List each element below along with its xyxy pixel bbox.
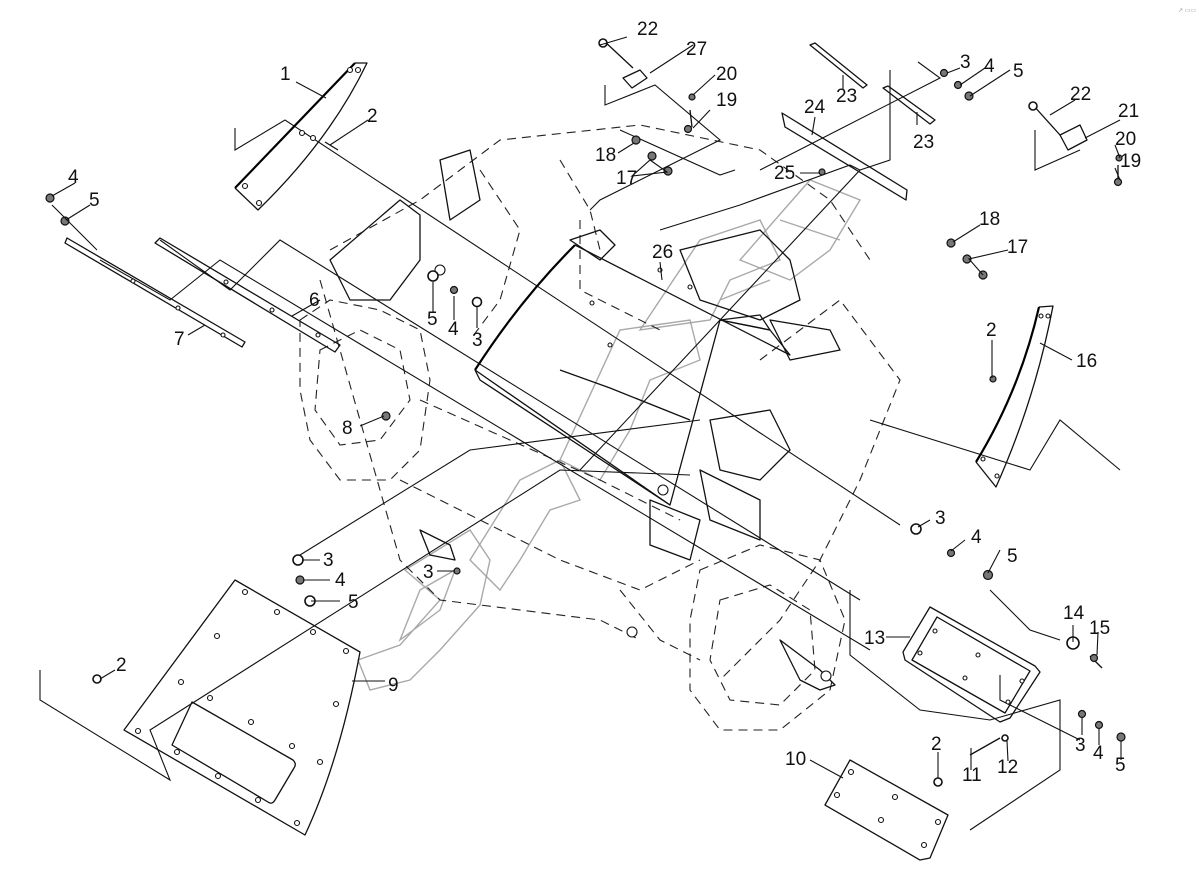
callout-5: 5	[1013, 61, 1024, 82]
callout-1: 1	[280, 64, 291, 85]
callout-leaders	[51, 36, 1122, 779]
callout-13: 13	[864, 628, 885, 649]
callout-21: 21	[1118, 101, 1139, 122]
corner-mark: ↗ ▭▭	[1178, 8, 1196, 14]
watermark-letter-m	[559, 319, 701, 481]
callout-19: 19	[1120, 151, 1141, 172]
callout-4: 4	[448, 319, 459, 340]
callout-5: 5	[427, 309, 438, 330]
callout-3: 3	[935, 508, 946, 529]
part-10-plate	[824, 759, 949, 861]
callout-labels: 1 2 4 5 6 7 5 4 3 8 22 27 20 19 18 17 23…	[68, 19, 1141, 786]
watermark-letter-e	[638, 219, 781, 331]
callout-2: 2	[986, 320, 997, 341]
callout-17: 17	[616, 168, 637, 189]
part-1-panel	[234, 62, 368, 211]
callout-25: 25	[774, 163, 795, 184]
part-26-cowl	[474, 229, 791, 506]
part-16-panel	[975, 305, 1054, 488]
callout-22: 22	[637, 19, 658, 40]
callout-18: 18	[595, 145, 616, 166]
callout-19: 19	[716, 90, 737, 111]
callout-5: 5	[348, 592, 359, 613]
callout-4: 4	[971, 527, 982, 548]
callout-7: 7	[174, 329, 185, 350]
callout-4: 4	[1093, 743, 1104, 764]
callout-2: 2	[931, 734, 942, 755]
callout-14: 14	[1063, 603, 1085, 624]
callout-22: 22	[1070, 84, 1091, 105]
callout-3: 3	[423, 562, 434, 583]
callout-2: 2	[116, 655, 127, 676]
callout-5: 5	[1007, 546, 1018, 567]
callout-3: 3	[472, 330, 483, 351]
callout-3: 3	[323, 550, 334, 571]
callout-10: 10	[785, 749, 806, 770]
chassis-frame	[329, 149, 841, 691]
part-13-bracket	[902, 606, 1041, 723]
callout-6: 6	[309, 290, 320, 311]
callout-4: 4	[335, 570, 346, 591]
callout-9: 9	[388, 675, 399, 696]
callout-18: 18	[979, 209, 1000, 230]
watermark-letter-s	[469, 459, 581, 592]
callout-5: 5	[1115, 755, 1126, 776]
explode-lines	[39, 61, 1121, 831]
callout-23: 23	[836, 86, 857, 107]
callout-3: 3	[960, 52, 971, 73]
chassis-hidden-lines	[299, 124, 901, 731]
callout-24: 24	[804, 97, 826, 118]
screw-2a-icon	[324, 141, 339, 151]
part-24-strip	[781, 112, 908, 201]
bolt-22a-icon	[602, 39, 634, 69]
callout-11: 11	[962, 765, 982, 786]
callout-12: 12	[997, 757, 1018, 778]
fasteners	[45, 38, 1126, 787]
callout-8: 8	[342, 418, 353, 439]
callout-27: 27	[686, 39, 707, 60]
callout-16: 16	[1076, 351, 1097, 372]
callout-20: 20	[716, 64, 737, 85]
watermark	[357, 179, 862, 691]
part-23b-strip	[882, 85, 936, 125]
callout-4: 4	[68, 167, 79, 188]
watermark-logo-icon	[357, 529, 491, 691]
watermark-letter-h	[738, 179, 862, 281]
callout-17: 17	[1007, 237, 1028, 258]
part-9-panel	[123, 579, 361, 836]
callout-5: 5	[89, 190, 100, 211]
part-6-strip	[154, 237, 341, 353]
callout-3: 3	[1075, 735, 1086, 756]
callout-2: 2	[367, 106, 378, 127]
part-7-strip	[64, 237, 246, 348]
callout-26: 26	[652, 242, 673, 263]
callout-4: 4	[984, 56, 995, 77]
part-23a-strip	[809, 42, 868, 89]
callout-23: 23	[913, 132, 934, 153]
callout-15: 15	[1089, 618, 1110, 639]
callout-20: 20	[1115, 129, 1136, 150]
